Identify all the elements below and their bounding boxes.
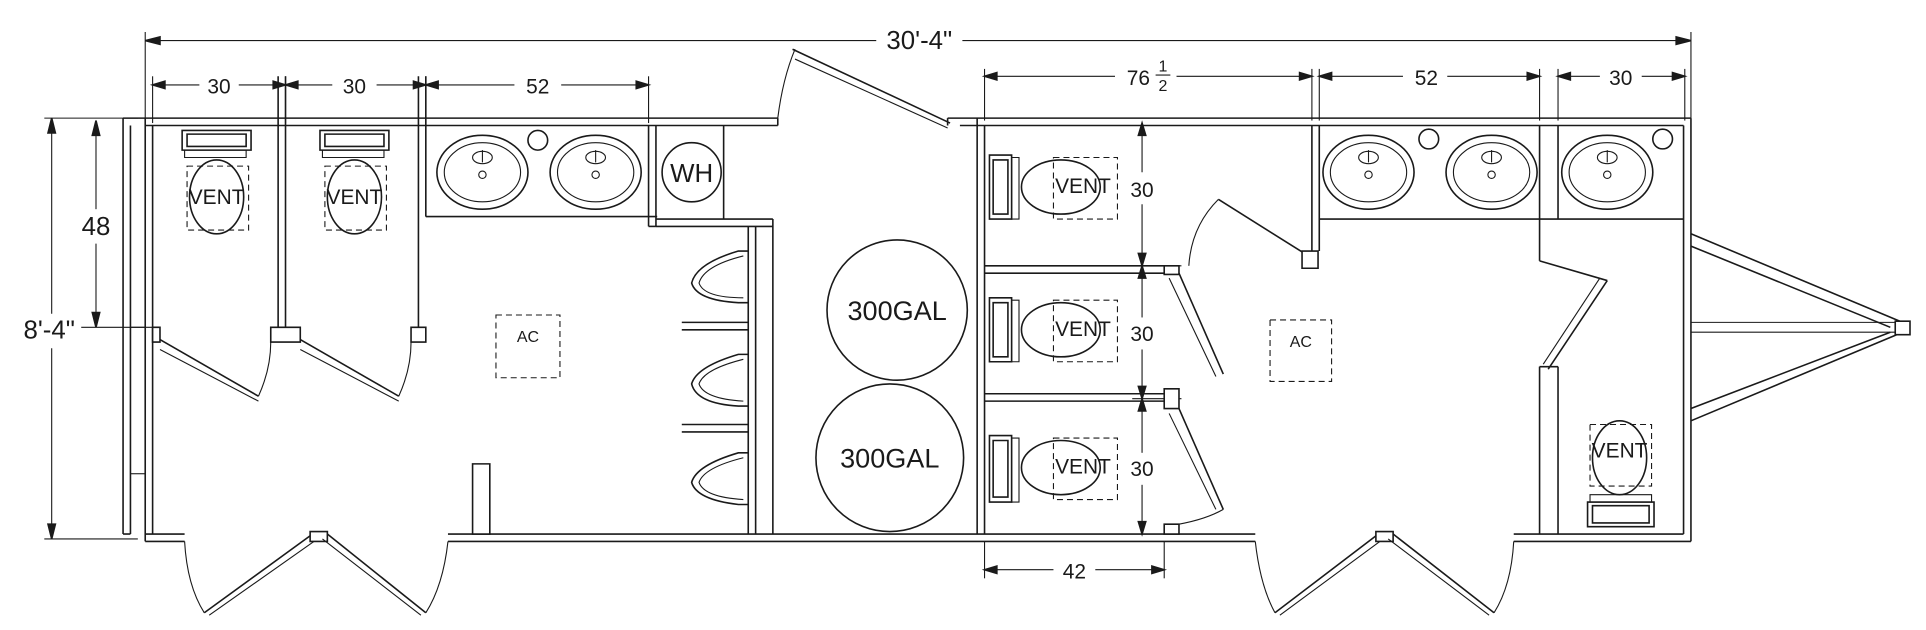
top-left-dimension-chain: 30 30 52 xyxy=(153,76,649,124)
right-sink-2 xyxy=(1446,135,1537,209)
left-bottom-doors xyxy=(185,532,448,616)
right-toilet-2: VENT xyxy=(989,298,1117,362)
right-stalls-dimension-chain: 30 30 30 xyxy=(1130,123,1181,534)
overall-width-dimension: 8'-4" xyxy=(24,118,138,539)
right-restroom xyxy=(977,118,1683,534)
right-toilet-1-vent: VENT xyxy=(1055,175,1111,198)
dim-stalls-width-whole: 76 xyxy=(1127,67,1150,90)
left-toilet-2: VENT xyxy=(320,130,389,233)
right-ac-label: AC xyxy=(1290,334,1312,351)
right-toilet-2-vent: VENT xyxy=(1055,318,1111,341)
dim-stall-1-width: 30 xyxy=(207,76,230,99)
right-drain-icon-1 xyxy=(1419,129,1439,149)
right-toilet-1: VENT xyxy=(989,155,1117,219)
dim-right-stall-3-depth: 30 xyxy=(1130,458,1153,481)
end-room-toilet: VENT xyxy=(1588,421,1654,527)
overall-width-label: 8'-4" xyxy=(24,316,75,344)
dim-left-sinks-width: 52 xyxy=(526,76,549,99)
dim-stalls-width-numerator: 1 xyxy=(1159,58,1168,75)
left-ac-label: AC xyxy=(517,329,539,346)
top-entry-door xyxy=(778,49,950,128)
end-room-toilet-vent: VENT xyxy=(1592,440,1648,463)
water-heater: WH xyxy=(662,143,721,202)
water-tank-lower: 300GAL xyxy=(816,384,964,532)
overall-length-label: 30'-4" xyxy=(886,27,952,55)
right-bottom-doors xyxy=(1255,532,1513,616)
water-tank-upper: 300GAL xyxy=(827,240,967,380)
water-heater-label: WH xyxy=(670,160,713,188)
dim-stall-2-width: 30 xyxy=(343,76,366,99)
dim-right-stall-1-depth: 30 xyxy=(1130,179,1153,202)
dim-right-sinks-width: 52 xyxy=(1415,67,1438,90)
urinal-2 xyxy=(692,354,749,406)
right-sink-3 xyxy=(1562,135,1653,209)
water-tank-upper-label: 300GAL xyxy=(847,295,946,326)
left-ac-unit: AC xyxy=(496,315,560,378)
left-restroom xyxy=(153,76,773,534)
water-tank-lower-label: 300GAL xyxy=(840,443,939,474)
left-sink-2 xyxy=(550,135,641,209)
exterior-walls xyxy=(123,118,1691,541)
dim-bottom-label: 42 xyxy=(1063,560,1086,583)
trailer-hitch xyxy=(1691,234,1910,421)
urinal-3 xyxy=(692,453,749,505)
left-toilet-1: VENT xyxy=(182,130,251,233)
dim-stalls-width-denominator: 2 xyxy=(1159,78,1168,95)
left-toilet-1-vent: VENT xyxy=(189,186,245,209)
dim-end-sink-width: 30 xyxy=(1609,67,1632,90)
right-sink-1 xyxy=(1323,135,1414,209)
urinal-1 xyxy=(692,251,749,303)
dim-right-stall-2-depth: 30 xyxy=(1130,323,1153,346)
right-ac-unit: AC xyxy=(1270,320,1332,382)
overall-length-dimension: 30'-4" xyxy=(145,27,1691,118)
left-sink-1 xyxy=(437,135,528,209)
stall-depth-dimension: 48 xyxy=(81,121,152,328)
right-toilet-3-vent: VENT xyxy=(1055,456,1111,479)
stall-depth-label: 48 xyxy=(82,213,111,241)
left-toilet-2-vent: VENT xyxy=(327,186,383,209)
left-drain-icon xyxy=(528,130,548,150)
top-right-dimension-chain: 76 1 2 52 30 xyxy=(985,58,1685,120)
right-drain-icon-2 xyxy=(1653,129,1673,149)
bottom-dimension: 42 xyxy=(985,541,1165,583)
right-toilet-3: VENT xyxy=(989,436,1117,502)
